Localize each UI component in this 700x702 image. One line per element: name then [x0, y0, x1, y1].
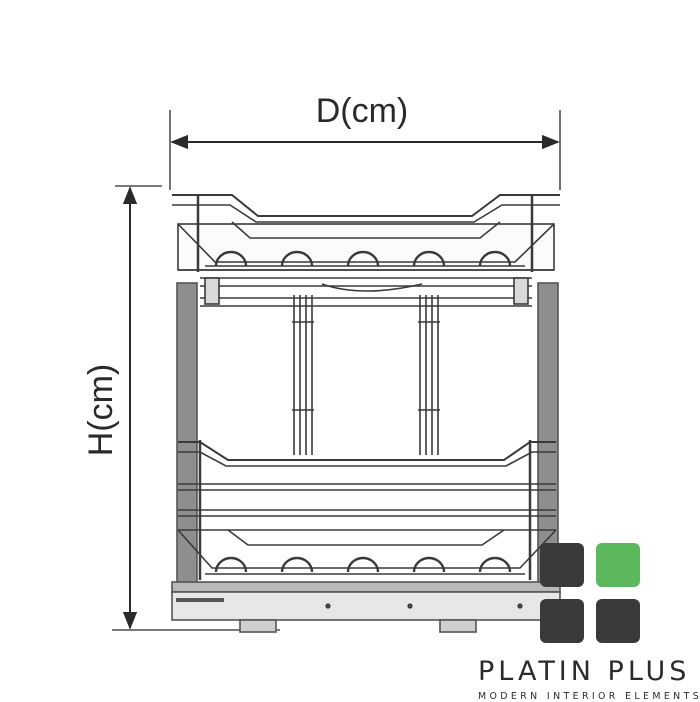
bottom-basket [177, 440, 557, 580]
platin-plus-logo-mark [540, 543, 640, 643]
depth-dimension: D(cm) [169, 92, 561, 190]
logo-square-bottom-left [540, 599, 584, 643]
pull-out-basket-drawing [171, 194, 561, 633]
height-label: H(cm) [82, 364, 120, 457]
top-rails [200, 277, 532, 307]
height-dimension: H(cm) [82, 185, 280, 631]
left-side-panel [176, 282, 198, 584]
brand-block: PLATIN PLUS MODERN INTERIOR ELEMENTS [478, 658, 700, 702]
brand-name: PLATIN PLUS [478, 656, 691, 687]
center-posts [292, 295, 440, 455]
logo-square-bottom-right [596, 599, 640, 643]
top-basket [172, 194, 560, 272]
base-plate [171, 581, 561, 633]
logo-square-top-left [540, 543, 584, 587]
logo-square-top-right [596, 543, 640, 587]
brand-tagline: MODERN INTERIOR ELEMENTS [478, 691, 700, 702]
depth-label: D(cm) [316, 92, 409, 130]
